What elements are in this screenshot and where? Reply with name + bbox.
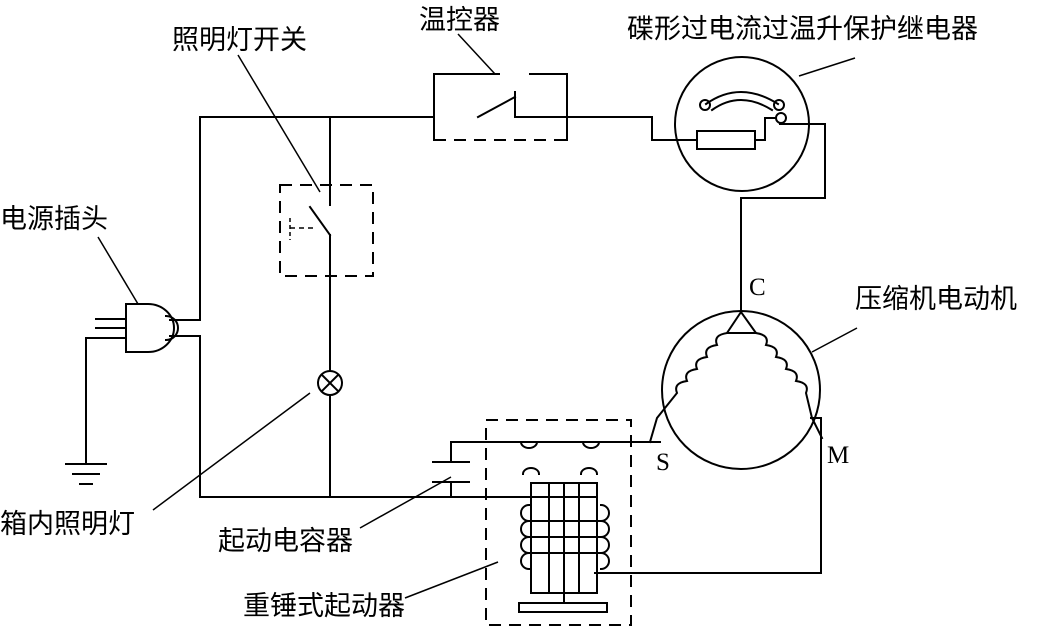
starter-hammer (518, 602, 608, 613)
label-start-capacitor: 起动电容器 (218, 526, 353, 557)
thermostat-contact-fixed (514, 91, 568, 118)
wiring (169, 116, 826, 574)
leader-thermostat (457, 33, 496, 75)
wire-top-left (169, 116, 435, 321)
wire-thermostat-relay (566, 116, 698, 141)
leader-lines (97, 33, 858, 599)
light-switch-frame (279, 184, 374, 277)
label-starter: 重锤式起动器 (243, 591, 405, 622)
label-thermostat: 温控器 (419, 5, 500, 36)
wire-plug-bottom (169, 335, 596, 498)
ground-icon (65, 463, 107, 485)
leader-lamp (152, 392, 311, 511)
leader-relay (798, 57, 856, 77)
leader-capacitor (359, 476, 452, 529)
compressor-motor (648, 310, 824, 470)
plug-earth-wire (85, 337, 127, 463)
leader-power-plug (97, 236, 139, 305)
motor-main-winding (754, 331, 824, 440)
thermostat-frame-right (529, 73, 568, 141)
leader-starter (404, 561, 499, 599)
power-plug (85, 303, 179, 463)
plug-body (125, 303, 175, 353)
protection-relay (674, 56, 810, 192)
thermostat-frame-solid (433, 73, 500, 141)
leader-light-switch (237, 54, 321, 193)
motor-housing (661, 310, 821, 470)
thermostat (433, 73, 568, 141)
starter-frame (485, 419, 632, 626)
label-light-switch: 照明灯开关 (172, 25, 307, 56)
label-protection-relay: 碟形过电流过温升保护继电器 (627, 14, 978, 45)
label-lamp: 箱内照明灯 (0, 509, 135, 540)
relay-bimetal-disc (704, 91, 780, 106)
relay-housing (674, 56, 810, 192)
lamp-icon (317, 370, 343, 396)
label-power-plug: 电源插头 (0, 204, 108, 235)
start-capacitor (432, 461, 470, 483)
light-switch-blade (308, 205, 332, 237)
terminal-common-label: C (749, 274, 766, 301)
leader-motor (811, 327, 858, 353)
starter (485, 419, 632, 626)
label-compressor-motor: 压缩机电动机 (855, 284, 1017, 315)
starter-coil (520, 503, 531, 571)
light-switch (279, 184, 374, 277)
motor-start-winding (648, 331, 729, 444)
terminal-start-label: S (656, 449, 670, 476)
plug-socket (164, 314, 179, 342)
motor-common-lead (725, 310, 758, 334)
relay-heater (696, 130, 756, 150)
terminal-main-label: M (827, 442, 850, 469)
wire-main-terminal (594, 417, 822, 574)
thermostat-contact (476, 95, 517, 119)
